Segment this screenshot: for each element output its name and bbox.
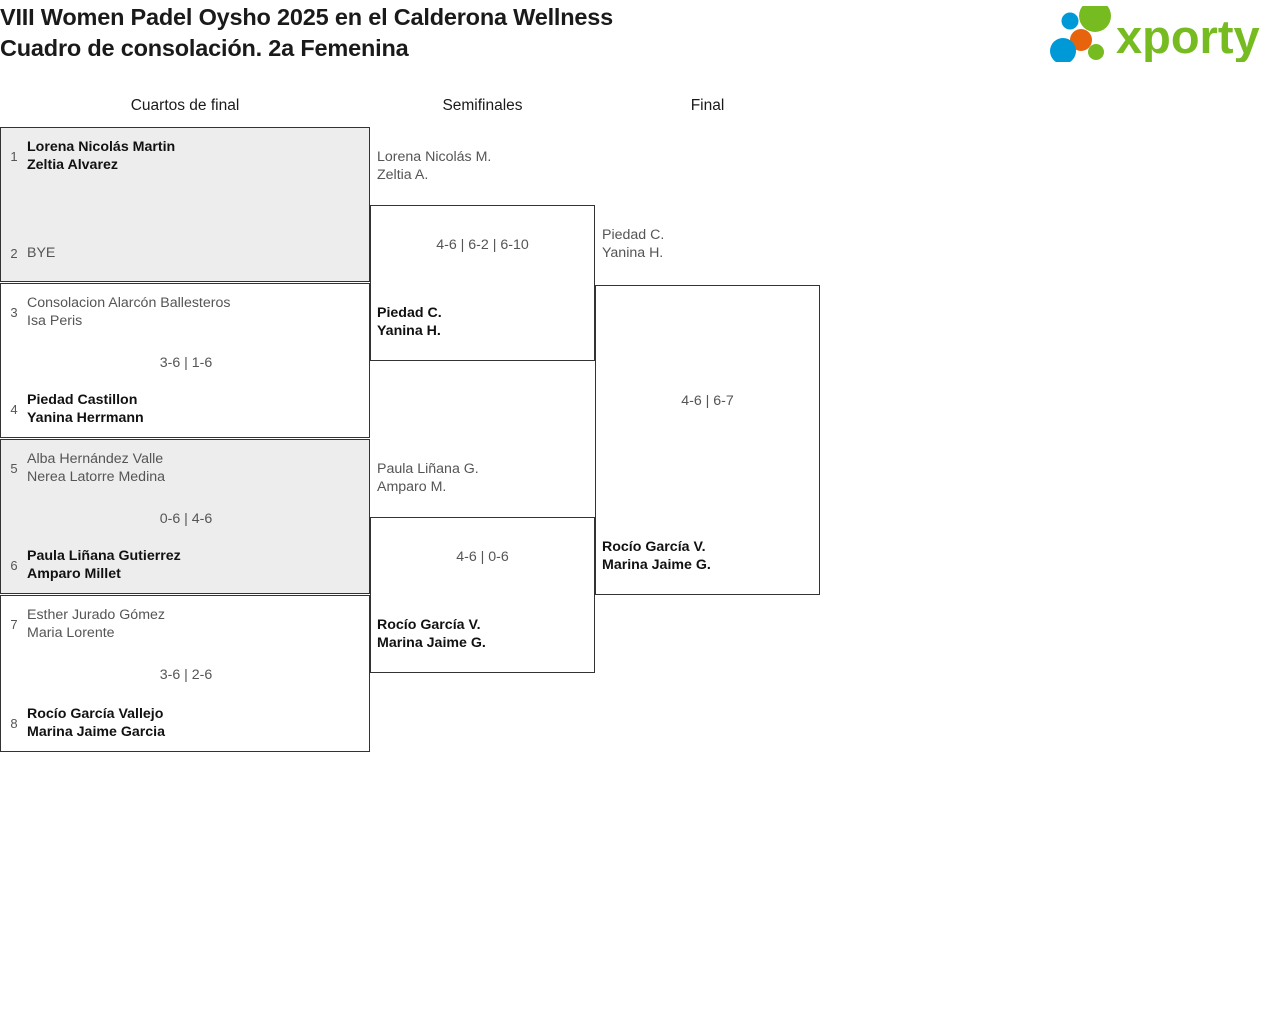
- match-participant-bottom[interactable]: 2 BYE: [1, 233, 371, 273]
- round-header-semifinals: Semifinales: [442, 97, 523, 114]
- semifinal-1-participant-bottom[interactable]: Piedad C. Yanina H.: [377, 305, 442, 339]
- final-participant-top[interactable]: Piedad C. Yanina H.: [602, 227, 665, 261]
- team-names: Paula Liñana Gutierrez Amparo Millet: [27, 548, 181, 582]
- match-quarterfinal-4[interactable]: 7 Esther Jurado Gómez Maria Lorente 3-6 …: [0, 595, 370, 752]
- round-header-final: Final: [690, 97, 725, 114]
- match-participant-top[interactable]: 7 Esther Jurado Gómez Maria Lorente: [1, 604, 371, 644]
- match-quarterfinal-1[interactable]: 1 Lorena Nicolás Martin Zeltia Alvarez 2…: [0, 127, 370, 282]
- semifinal-2-score: 4-6 | 0-6: [456, 549, 509, 565]
- team-names: Rocío García Vallejo Marina Jaime Garcia: [27, 706, 166, 740]
- match-participant-top[interactable]: 1 Lorena Nicolás Martin Zeltia Alvarez: [1, 136, 371, 176]
- seed-number: 3: [10, 304, 18, 320]
- seed-number: 6: [10, 557, 18, 573]
- bracket-subtitle: Cuadro de consolación. 2a Femenina: [0, 35, 409, 61]
- match-quarterfinal-3[interactable]: 5 Alba Hernández Valle Nerea Latorre Med…: [0, 439, 370, 594]
- semifinal-1-score: 4-6 | 6-2 | 6-10: [436, 237, 529, 253]
- match-score: 3-6 | 1-6: [159, 355, 213, 371]
- xporty-logo[interactable]: xporty: [1048, 6, 1274, 62]
- match-score: 3-6 | 2-6: [159, 667, 213, 683]
- tournament-name: VIII Women Padel Oysho 2025 en el Calder…: [0, 4, 614, 30]
- team-names: Esther Jurado Gómez Maria Lorente: [27, 607, 165, 641]
- match-score: 0-6 | 4-6: [159, 511, 213, 527]
- seed-number: 4: [10, 401, 18, 417]
- page-title: VIII Women Padel Oysho 2025 en el Calder…: [0, 2, 820, 64]
- team-names: Alba Hernández Valle Nerea Latorre Medin…: [27, 451, 166, 485]
- match-final[interactable]: [595, 285, 820, 595]
- team-names: Consolacion Alarcón Ballesteros Isa Peri…: [27, 295, 231, 329]
- seed-number: 7: [10, 616, 18, 632]
- seed-number: 8: [10, 715, 18, 731]
- match-quarterfinal-2[interactable]: 3 Consolacion Alarcón Ballesteros Isa Pe…: [0, 283, 370, 438]
- final-participant-bottom[interactable]: Rocío García V. Marina Jaime G.: [602, 539, 711, 573]
- match-participant-bottom[interactable]: 6 Paula Liñana Gutierrez Amparo Millet: [1, 545, 371, 585]
- team-names: Lorena Nicolás Martin Zeltia Alvarez: [27, 139, 176, 173]
- semifinal-2-participant-top[interactable]: Paula Liñana G. Amparo M.: [377, 461, 479, 495]
- final-score: 4-6 | 6-7: [681, 393, 734, 409]
- logo-dots-icon: [1050, 6, 1111, 62]
- seed-number: 5: [10, 460, 18, 476]
- seed-number: 1: [10, 148, 18, 164]
- semifinal-1-participant-top[interactable]: Lorena Nicolás M. Zeltia A.: [377, 149, 492, 183]
- match-participant-top[interactable]: 3 Consolacion Alarcón Ballesteros Isa Pe…: [1, 292, 371, 332]
- match-participant-top[interactable]: 5 Alba Hernández Valle Nerea Latorre Med…: [1, 448, 371, 488]
- match-semifinal-1[interactable]: [370, 205, 595, 361]
- round-header-quarterfinals: Cuartos de final: [130, 97, 240, 114]
- match-semifinal-2[interactable]: [370, 517, 595, 673]
- match-participant-bottom[interactable]: 4 Piedad Castillon Yanina Herrmann: [1, 389, 371, 429]
- team-names: Piedad Castillon Yanina Herrmann: [27, 392, 144, 426]
- team-names: BYE: [27, 245, 56, 261]
- logo-wordmark: xporty: [1116, 10, 1260, 62]
- seed-number: 2: [10, 245, 18, 261]
- match-participant-bottom[interactable]: 8 Rocío García Vallejo Marina Jaime Garc…: [1, 703, 371, 743]
- semifinal-2-participant-bottom[interactable]: Rocío García V. Marina Jaime G.: [377, 617, 486, 651]
